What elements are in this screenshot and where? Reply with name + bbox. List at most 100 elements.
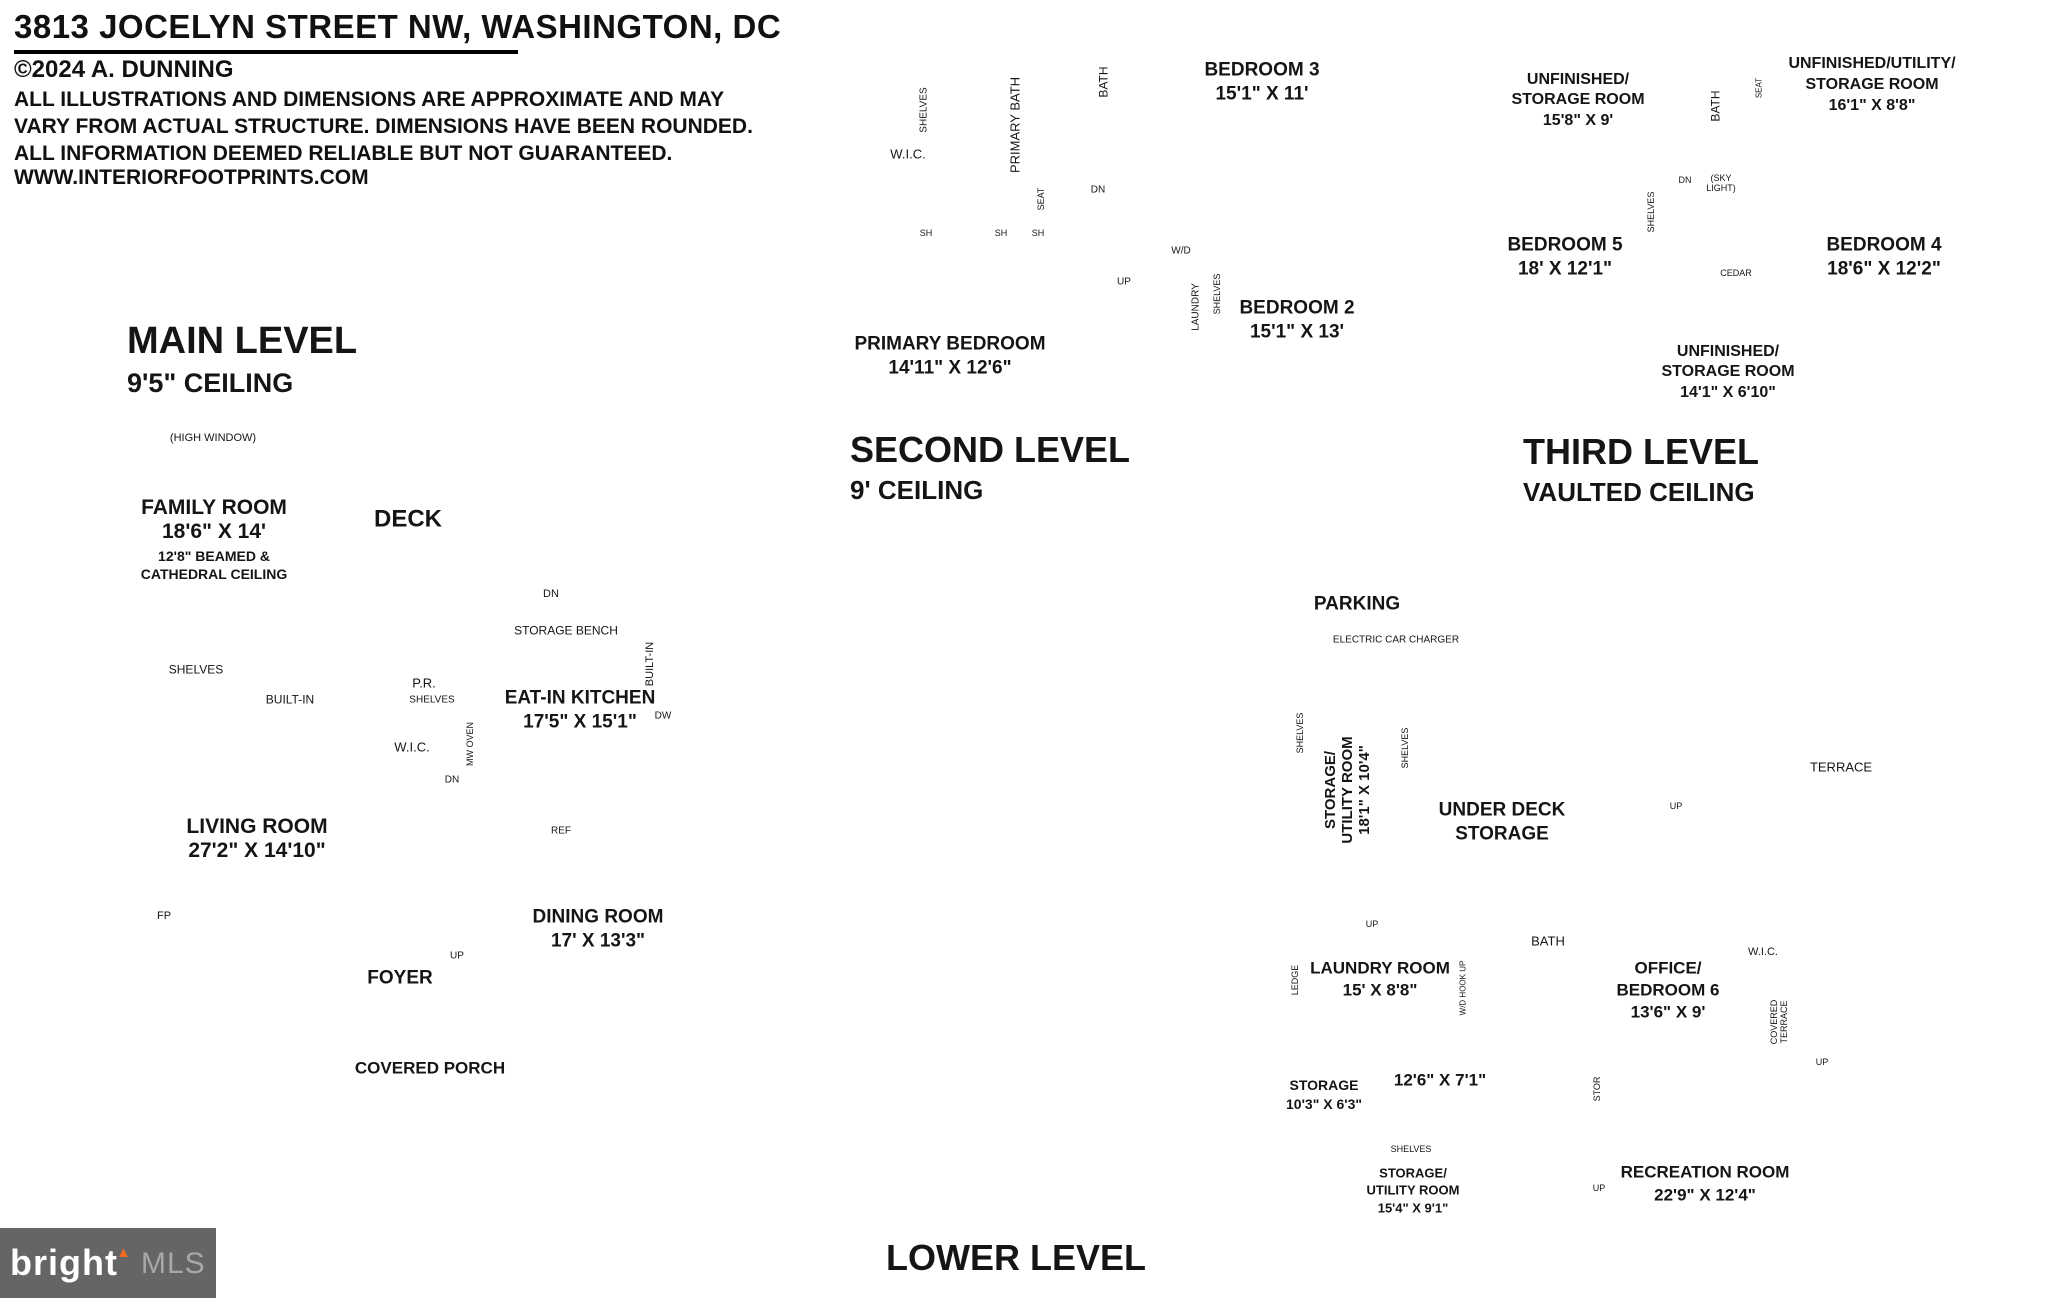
lower-level-title: LOWER LEVEL xyxy=(886,1237,1146,1278)
terrace-steps-up-label: UP xyxy=(1813,1056,1831,1068)
second-wic-label: W.I.C. xyxy=(890,146,926,162)
lower-storage-utility2-dims: 15'4" X 9'1" xyxy=(1377,1200,1449,1216)
lower-storage-utility2-label: STORAGE/ xyxy=(1379,1165,1447,1181)
third-storage2-label: UNFINISHED/UTILITY/ xyxy=(1788,55,1956,73)
brightmls-logo: bright ▲ MLS xyxy=(0,1228,216,1298)
third-storage2-dims: 16'1" X 8'8" xyxy=(1828,97,1916,115)
laundry-shelves-label: SHELVES xyxy=(1211,273,1222,315)
lower-storage-utility1-line2: UTILITY ROOM xyxy=(1338,736,1356,844)
ledge-label: LEDGE xyxy=(1289,964,1300,996)
under-deck-label2: STORAGE xyxy=(1455,823,1549,845)
cedar-label: CEDAR xyxy=(1718,267,1754,279)
lower-wic-label: W.I.C. xyxy=(1748,945,1778,958)
fireplace-label: FP xyxy=(156,909,172,922)
bedroom5-label: BEDROOM 5 xyxy=(1507,234,1623,256)
lower-storage-utility2-room: UTILITY ROOM xyxy=(1366,1182,1460,1198)
bedroom2-dims: 15'1" X 13' xyxy=(1249,321,1345,343)
deck-dn-label: DN xyxy=(543,587,559,600)
covered-porch-label: COVERED PORCH xyxy=(350,1058,510,1078)
dining-room-dims: 17' X 13'3" xyxy=(550,930,646,952)
ev-charger-label: ELECTRIC CAR CHARGER xyxy=(1330,634,1462,646)
third-level-title: THIRD LEVEL xyxy=(1523,431,1760,472)
main-level-title: MAIN LEVEL xyxy=(127,320,358,362)
lower-shelves-a-label: SHELVES xyxy=(1294,712,1305,754)
family-room-note2: CATHEDRAL CEILING xyxy=(140,566,288,583)
brightmls-logo-triangle-icon: ▲ xyxy=(116,1244,131,1261)
recreation-room-dims: 22'9" X 12'4" xyxy=(1654,1185,1756,1205)
hall-dims-label: 12'6" X 7'1" xyxy=(1393,1070,1487,1090)
brightmls-logo-brand: bright xyxy=(10,1242,118,1283)
third-level-subtitle: VAULTED CEILING xyxy=(1523,477,1755,507)
under-deck-label: UNDER DECK xyxy=(1438,799,1566,821)
foyer-label: FOYER xyxy=(367,967,433,989)
office-label: OFFICE/ xyxy=(1634,958,1702,978)
lower-storage-utility1-label: STORAGE/ UTILITY ROOM 18'1" X 10'4" xyxy=(1322,736,1373,844)
pr-shelves-label: SHELVES xyxy=(409,694,455,706)
brightmls-logo-mls: MLS xyxy=(141,1247,206,1280)
lower-storage-label: STORAGE xyxy=(1289,1077,1359,1094)
third-seat-label: SEAT xyxy=(1754,77,1764,99)
lower-laundry-dims: 15' X 8'8" xyxy=(1342,980,1418,1000)
second-up-label: UP xyxy=(1115,276,1133,288)
kitchen-dims: 17'5" X 15'1" xyxy=(523,711,637,733)
third-dn-label: DN xyxy=(1676,174,1694,186)
main-stairs-dn-label: DN xyxy=(444,774,460,786)
sh2-label: SH xyxy=(994,227,1008,238)
parking-label: PARKING xyxy=(1313,593,1401,615)
third-storage3-dims: 14'1" X 6'10" xyxy=(1680,384,1776,402)
kitchen-label: EAT-IN KITCHEN xyxy=(504,687,656,709)
family-room-note1: 12'8" BEAMED & xyxy=(158,548,270,565)
lower-storage-dims: 10'3" X 6'3" xyxy=(1286,1096,1362,1113)
main-stairs-up-label: UP xyxy=(450,950,464,962)
lower-shelves-c-label: SHELVES xyxy=(1390,1143,1432,1154)
disclaimer-line-2: VARY FROM ACTUAL STRUCTURE. DIMENSIONS H… xyxy=(14,115,753,138)
lower-stairs-up-label: UP xyxy=(1590,1182,1608,1194)
third-storage2-room: STORAGE ROOM xyxy=(1805,76,1939,94)
built-in-label: BUILT-IN xyxy=(265,692,315,707)
recreation-room-label: RECREATION ROOM xyxy=(1620,1162,1790,1182)
covered-terrace-line2: TERRACE xyxy=(1779,1000,1789,1044)
mw-oven-label: MW OVEN xyxy=(464,722,475,766)
third-storage1-room: STORAGE ROOM xyxy=(1511,91,1645,109)
lower-laundry-label: LAUNDRY ROOM xyxy=(1310,958,1450,978)
wd-hookup-label: W/D HOOK UP xyxy=(1458,960,1469,1016)
family-room-label: FAMILY ROOM xyxy=(141,496,287,520)
third-storage1-dims: 15'8" X 9' xyxy=(1542,112,1614,130)
family-room-dims: 18'6" X 14' xyxy=(161,520,267,544)
third-storage3-room: STORAGE ROOM xyxy=(1661,363,1795,381)
third-shelves-label: SHELVES xyxy=(1645,191,1656,233)
living-room-dims: 27'2" X 14'10" xyxy=(188,839,326,863)
terrace-up-label: UP xyxy=(1667,800,1685,812)
wd-label: W/D xyxy=(1171,245,1191,257)
lower-shelves-b-label: SHELVES xyxy=(1399,727,1410,769)
office-dims: 13'6" X 9' xyxy=(1630,1002,1706,1022)
third-storage1-label: UNFINISHED/ xyxy=(1526,71,1630,89)
dw-label: DW xyxy=(654,710,672,722)
disclaimer-line-1: ALL ILLUSTRATIONS AND DIMENSIONS ARE APP… xyxy=(14,88,725,111)
bedroom3-dims: 15'1" X 11' xyxy=(1215,83,1309,105)
bedroom3-label: BEDROOM 3 xyxy=(1204,59,1320,81)
third-bath-label: BATH xyxy=(1708,90,1723,122)
storage-bench-label: STORAGE BENCH xyxy=(514,623,618,638)
high-window-label: (HIGH WINDOW) xyxy=(169,431,257,444)
covered-terrace-line1: COVERED xyxy=(1768,999,1779,1045)
covered-terrace-label: COVERED TERRACE xyxy=(1769,1000,1789,1045)
skylight-label: (SKY LIGHT) xyxy=(1699,172,1743,194)
second-seat-label: SEAT xyxy=(1035,187,1046,211)
second-dn-label: DN xyxy=(1088,184,1108,196)
laundry-up-label: UP xyxy=(1363,918,1381,930)
wic-shelves-label: SHELVES xyxy=(918,87,930,133)
second-level-subtitle: 9' CEILING xyxy=(850,475,984,505)
bedroom2-label: BEDROOM 2 xyxy=(1239,297,1355,319)
living-room-label: LIVING ROOM xyxy=(186,815,328,839)
lower-storage-utility1-dims: 18'1" X 10'4" xyxy=(1355,745,1373,835)
second-bath-label: BATH xyxy=(1096,66,1111,98)
main-level-subtitle: 9'5" CEILING xyxy=(127,368,294,398)
second-laundry-label: LAUNDRY xyxy=(1190,283,1202,331)
powder-room-label: P.R. xyxy=(412,675,436,691)
primary-bath-label: PRIMARY BATH xyxy=(1007,76,1023,174)
primary-bedroom-dims: 14'11" X 12'6" xyxy=(888,357,1012,379)
disclaimer-line-3: ALL INFORMATION DEEMED RELIABLE BUT NOT … xyxy=(14,142,673,165)
